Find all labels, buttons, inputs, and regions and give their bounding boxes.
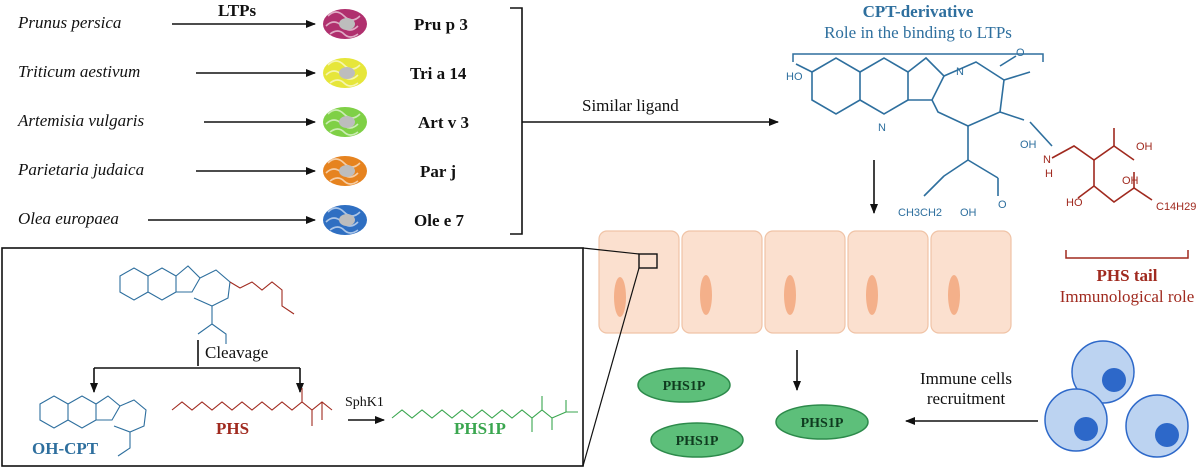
phs1p-text: PHS1P (801, 416, 844, 431)
ch3ch2-label: CH3CH2 (898, 207, 942, 219)
cell-nucleus (948, 275, 960, 315)
phs-tail-title: PHS tail (1097, 266, 1158, 285)
immune-cell (1125, 394, 1189, 458)
phs1p-oval-1: PHS1P (637, 367, 731, 403)
protein-label: Ole e 7 (414, 211, 465, 230)
o-label: O (998, 199, 1007, 211)
oh-cpt-molecule (39, 395, 147, 457)
oh-label: OH (1136, 141, 1153, 153)
cpt-subtitle: Role in the binding to LTPs (824, 23, 1012, 42)
ltps-header: LTPs (218, 1, 257, 20)
species-label: Olea europaea (18, 209, 119, 228)
c14h29-label: C14H29 (1156, 201, 1196, 213)
epithelial-cell (681, 230, 763, 334)
immune-cells (1044, 340, 1189, 458)
ltp-row-5: Olea europaea Ole e 7 (18, 205, 465, 235)
phs-label: PHS (216, 419, 249, 438)
inset-cpt-phs-molecule (119, 265, 295, 344)
immune-nucleus (1102, 368, 1126, 392)
species-label: Prunus persica (17, 13, 121, 32)
phs1p-text: PHS1P (663, 379, 706, 394)
protein-structure-icon (323, 205, 367, 235)
cpt-bracket (792, 53, 1044, 62)
immune-label-line2: recruitment (927, 389, 1006, 408)
species-label: Parietaria judaica (17, 160, 144, 179)
h-label: H (1045, 168, 1053, 180)
species-label: Artemisia vulgaris (17, 111, 144, 130)
cell-nucleus (614, 277, 626, 317)
phs1p-molecule (391, 396, 578, 432)
phs-molecule (171, 388, 333, 426)
ltp-row-3: Artemisia vulgaris Art v 3 (17, 107, 469, 137)
phs1p-oval-3: PHS1P (775, 404, 869, 440)
phs-tail-subtitle: Immunological role (1060, 287, 1195, 306)
epithelial-cell (847, 230, 929, 334)
oh-cpt-label: OH-CPT (32, 439, 99, 458)
protein-label: Par j (420, 162, 456, 181)
protein-label: Pru p 3 (414, 15, 468, 34)
similar-ligand-label: Similar ligand (582, 96, 679, 115)
phs1p-text: PHS1P (676, 434, 719, 449)
sphk1-label: SphK1 (345, 395, 384, 410)
protein-structure-icon (323, 156, 367, 186)
cell-nucleus (700, 275, 712, 315)
ho-label: HO (1066, 197, 1083, 209)
cpt-derivative-molecule (795, 55, 1031, 197)
epithelial-cell-layer (598, 230, 1012, 334)
phs1p-oval-2: PHS1P (650, 422, 744, 458)
immune-nucleus (1074, 417, 1098, 441)
protein-structure-icon (323, 107, 367, 137)
ho-label: HO (786, 71, 803, 83)
cell-nucleus (784, 275, 796, 315)
immune-nucleus (1155, 423, 1179, 447)
oh-label: OH (1122, 175, 1139, 187)
protein-label: Art v 3 (418, 113, 469, 132)
cell-nucleus (866, 275, 878, 315)
ltp-row-1: Prunus persica Pru p 3 (17, 9, 468, 39)
n-label: N (956, 66, 964, 78)
n-label: N (878, 122, 886, 134)
o-label: O (1016, 47, 1025, 59)
phs-tail-molecule (1051, 128, 1153, 203)
protein-structure-icon (323, 9, 367, 39)
epithelial-cell (598, 230, 680, 334)
protein-structure-icon (323, 58, 367, 88)
oh-label: OH (1020, 139, 1037, 151)
species-label: Triticum aestivum (18, 62, 140, 81)
epithelial-cell (764, 230, 846, 334)
cpt-title: CPT-derivative (863, 2, 974, 21)
zoom-line (582, 267, 640, 467)
immune-cell (1044, 388, 1108, 452)
phs1p-inset-label: PHS1P (454, 419, 506, 438)
zoom-line (582, 247, 640, 255)
n-label: N (1043, 154, 1051, 166)
ltp-bracket (510, 7, 523, 235)
epithelial-cell (930, 230, 1012, 334)
cleavage-label: Cleavage (205, 343, 268, 362)
cleavage-inset (1, 247, 584, 467)
zoom-region (638, 253, 658, 269)
ltp-row-4: Parietaria judaica Par j (17, 156, 456, 186)
immune-label-line1: Immune cells (920, 369, 1012, 388)
ltp-row-2: Triticum aestivum Tri a 14 (18, 58, 467, 88)
protein-label: Tri a 14 (410, 64, 467, 83)
phs-bracket (1065, 250, 1189, 259)
oh-label: OH (960, 207, 977, 219)
